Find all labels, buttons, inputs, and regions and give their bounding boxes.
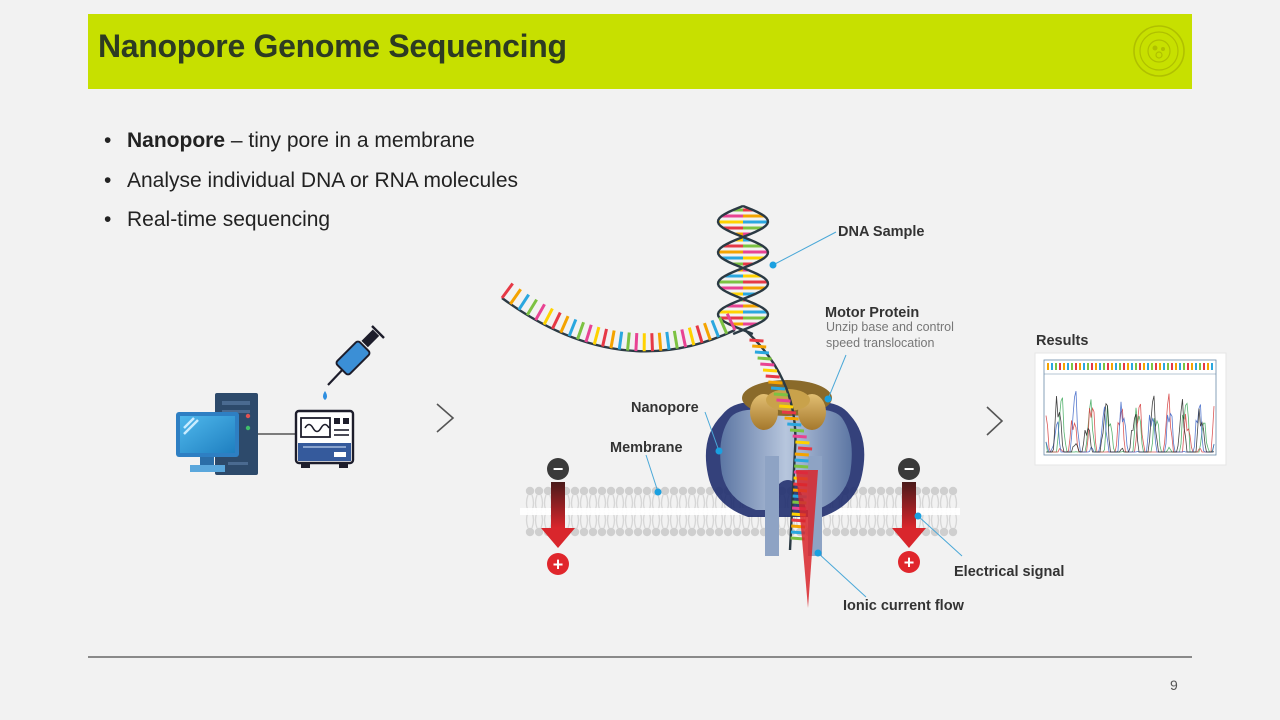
electrical-signal-label: Electrical signal — [954, 564, 1064, 580]
university-seal-icon — [1133, 25, 1185, 77]
pipette-icon — [323, 325, 385, 400]
minus-sign: − — [904, 459, 915, 479]
nanopore-protein — [705, 402, 865, 556]
ionic-current-arrow — [796, 470, 818, 608]
sequencer-icon — [294, 409, 355, 468]
motor-protein-label: Motor Protein — [825, 305, 919, 321]
footer-divider — [88, 656, 1192, 658]
bullet-bold-term: Nanopore — [127, 129, 226, 152]
bullet-item: Real-time sequencing — [104, 203, 518, 243]
page-title: Nanopore Genome Sequencing — [98, 28, 567, 64]
results-chromatogram — [1034, 352, 1227, 466]
bullet-list: Nanopore – tiny pore in a membrane Analy… — [104, 124, 518, 243]
bullet-item: Analyse individual DNA or RNA molecules — [104, 164, 518, 204]
computer-icon — [176, 393, 258, 475]
chevron-right-icon — [436, 403, 455, 433]
electrode-left: − + — [541, 458, 575, 575]
motor-protein-desc: speed translocation — [826, 336, 934, 350]
title-bar: Nanopore Genome Sequencing — [88, 14, 1192, 89]
electrode-right: − + — [892, 458, 926, 573]
motor-protein-desc: Unzip base and control — [826, 320, 954, 334]
membrane-label: Membrane — [610, 440, 683, 456]
nanopore-label: Nanopore — [631, 400, 699, 416]
bullet-text: – tiny pore in a membrane — [225, 129, 475, 152]
dna-sample-label: DNA Sample — [838, 224, 924, 240]
plus-sign: + — [553, 555, 564, 575]
bullet-text: Analyse individual DNA or RNA molecules — [127, 168, 519, 192]
annotation-dots — [654, 261, 922, 557]
results-label: Results — [1036, 333, 1088, 349]
minus-sign: − — [553, 459, 564, 479]
chevron-right-icon — [986, 406, 1004, 436]
plus-sign: + — [904, 553, 915, 573]
dna-single-strand — [500, 282, 737, 353]
ionic-current-label: Ionic current flow — [843, 598, 965, 614]
page-number: 9 — [1170, 677, 1178, 693]
dna-helix — [716, 204, 770, 336]
bullet-item: Nanopore – tiny pore in a membrane — [104, 124, 518, 164]
bullet-text: Real-time sequencing — [127, 208, 331, 231]
annotation-leaders — [645, 231, 963, 598]
